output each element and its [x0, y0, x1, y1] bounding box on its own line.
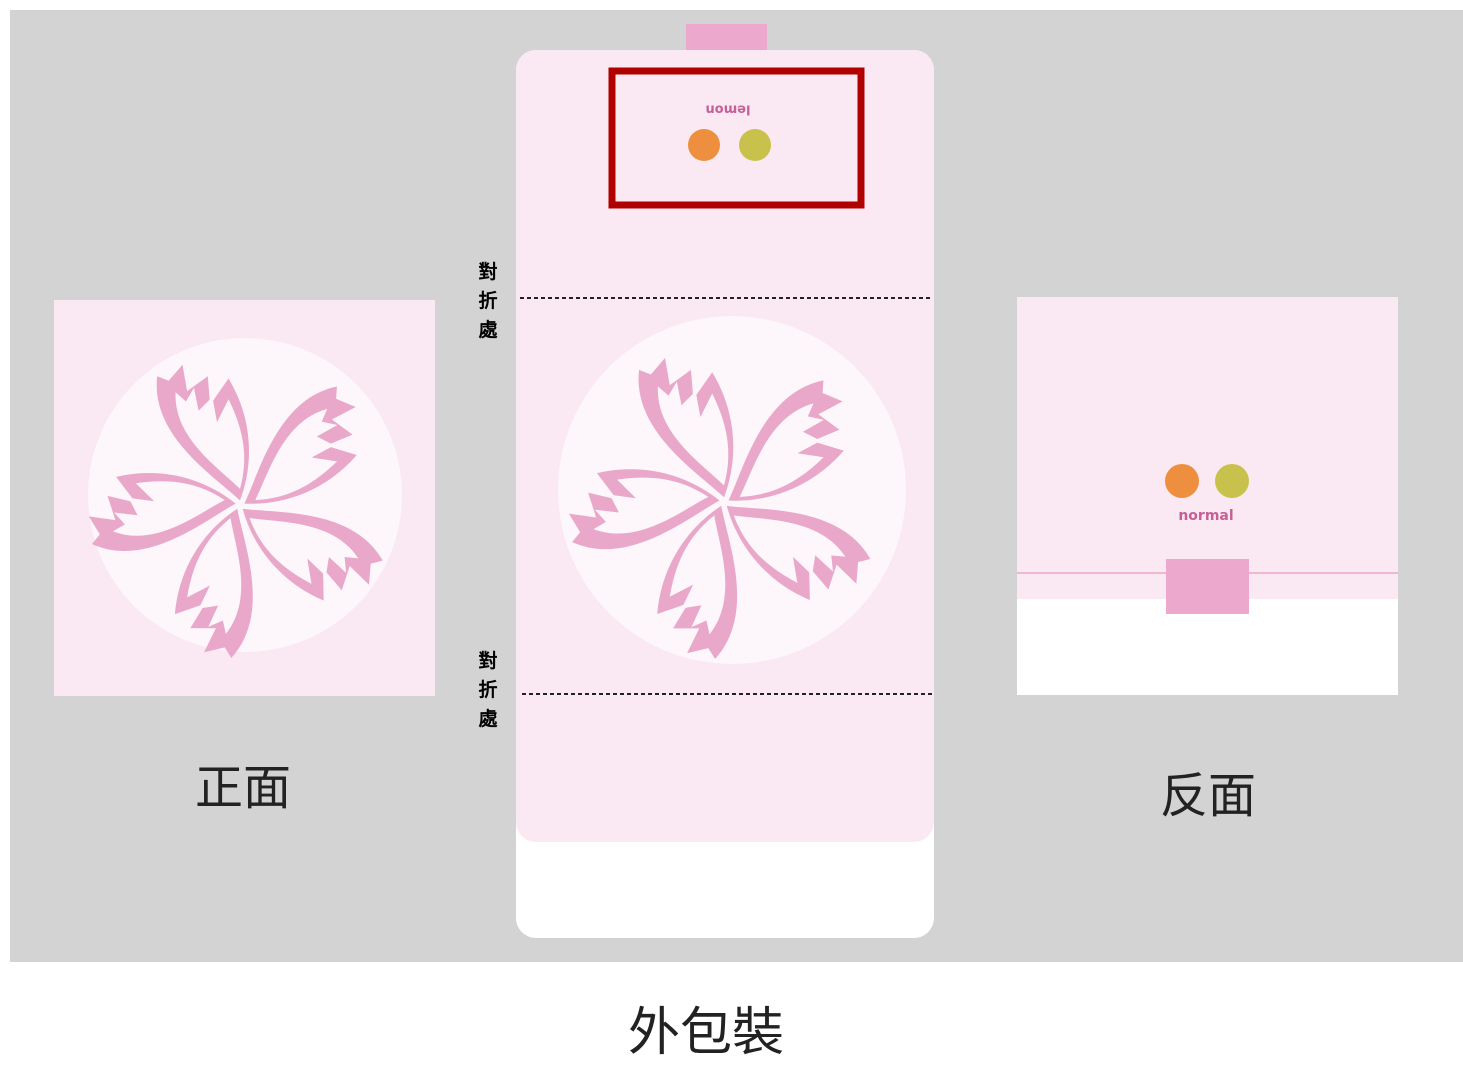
highlight-box: [608, 67, 865, 209]
fold-mark-char: 處: [478, 708, 498, 730]
fold-mark-char: 對: [478, 261, 498, 283]
fold-mark-char: 處: [478, 319, 498, 341]
outer-package-panel: lemon: [516, 24, 934, 938]
front-label: 正面: [195, 760, 292, 816]
fold-mark-bottom: 對 折 處: [476, 647, 500, 734]
fold-mark-char: 對: [478, 650, 498, 672]
front-panel: [54, 300, 435, 696]
orange-dot: [688, 129, 720, 161]
orange-dot: [1165, 464, 1199, 498]
olive-dot: [739, 129, 771, 161]
outer-package-label: 外包裝: [628, 1003, 785, 1063]
back-label: 反面: [1160, 768, 1257, 824]
fold-mark-top: 對 折 處: [476, 258, 500, 345]
fold-mark-char: 折: [478, 679, 498, 701]
back-flavor-text: normal: [1178, 508, 1233, 524]
fold-mark-char: 折: [478, 290, 498, 312]
back-panel: normal: [1017, 297, 1398, 695]
upside-down-flavor-text: lemon: [705, 102, 750, 117]
olive-dot: [1215, 464, 1249, 498]
back-tab: [1166, 559, 1249, 614]
